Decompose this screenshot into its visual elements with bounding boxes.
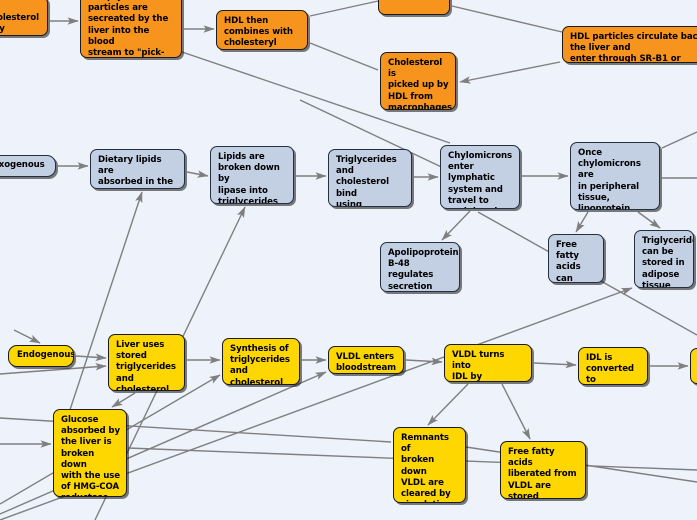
edge-n_once_chylo-to-n_ffa_energy	[575, 211, 589, 233]
node-liver-vldl[interactable]: Liver uses stored triglycerides and chol…	[108, 334, 185, 391]
node-label: CETP	[386, 0, 443, 1]
edge-n_vldl_idl-to-n_vldl_remnants	[427, 383, 469, 426]
node-label: HDL particles circulate back to the live…	[570, 32, 697, 63]
node-label: Apolipoprotein B-48 regulates secretion …	[388, 248, 459, 292]
node-label: Triglycerides and cholesterol bind using…	[336, 155, 397, 207]
node-once-chylo[interactable]: Once chylomicrons are in peripheral tiss…	[570, 142, 660, 210]
edge-n_hdl_combines-to-n_chol_abca1	[309, 42, 379, 71]
node-label: VLDL enters bloodstream	[336, 352, 397, 374]
node-endogenous[interactable]: Endogenous	[8, 345, 74, 367]
node-label: Free fatty acids can be used as energy	[556, 240, 581, 283]
node-hdl-combines[interactable]: HDL then combines with cholesteryl ester…	[216, 10, 308, 50]
node-label: Triglycerides can be stored in adipose t…	[642, 236, 693, 288]
node-label: Free fatty acids liberated from VLDL are…	[508, 447, 577, 499]
node-label: Chylomicrons enter lymphatic system and …	[448, 151, 513, 208]
edge-n_upper_left-to-n_endogenous	[13, 329, 41, 344]
node-label: Once chylomicrons are in peripheral tiss…	[578, 148, 641, 210]
node-label: Liver uses stored triglycerides and chol…	[116, 340, 176, 391]
node-hdl-circulate[interactable]: HDL particles circulate back to the live…	[562, 26, 697, 63]
node-reverse-pathway[interactable]: se cholesterol way	[0, 0, 48, 36]
node-chylo-lymph[interactable]: Chylomicrons enter lymphatic system and …	[440, 145, 520, 209]
node-label: se cholesterol way	[0, 13, 39, 34]
node-chol-abca1[interactable]: Cholesterol is picked up by HDL from mac…	[380, 52, 456, 110]
node-tg-adipose[interactable]: Triglycerides can be stored in adipose t…	[634, 230, 694, 288]
edge-n_left_edge3-to-n_vldl_blood	[0, 371, 327, 515]
node-label: IDL is converted to LDL	[586, 353, 634, 385]
node-label: Cholesterol is picked up by HDL from mac…	[388, 58, 453, 110]
edge-n_cetp-to-n_hdl_circulate	[451, 5, 563, 33]
edge-n_vldl_idl-to-n_idl_ldl	[533, 360, 577, 369]
edge-n_endogenous-to-n_liver_vldl	[75, 353, 107, 362]
node-vldl-idl[interactable]: VLDL turns into IDL by lipoprotein lipas…	[444, 344, 532, 382]
edge-n_hdl_circulate-to-n_chol_abca1	[459, 61, 561, 84]
node-lipids-broken[interactable]: Lipids are broken down by lipase into tr…	[210, 146, 294, 204]
edge-n_chylo_lymph-to-n_apo_b48	[441, 210, 471, 241]
edge-n_vldl_blood-to-n_vldl_idl	[405, 357, 443, 366]
node-label: Exogenous	[0, 160, 45, 171]
node-exogenous[interactable]: Exogenous	[0, 155, 56, 177]
node-synth-vldl[interactable]: Synthesis of triglycerides and cholester…	[222, 338, 300, 385]
node-cetp[interactable]: CETP	[378, 0, 450, 15]
edge-n_dietary_lipids-to-n_lipids_broken	[186, 170, 209, 178]
node-glucose-liver[interactable]: Glucose absorbed by the liver is broken …	[53, 409, 127, 497]
node-label: Glucose absorbed by the liver is broken …	[61, 415, 121, 496]
node-ffa-vldl[interactable]: Free fatty acids liberated from VLDL are…	[500, 441, 586, 499]
node-label: Synthesis of triglycerides and cholester…	[230, 344, 290, 385]
edge-n_left_edge-to-n_liver_vldl	[0, 363, 107, 375]
node-label: HDL then combines with cholesteryl ester…	[224, 16, 293, 49]
edge-n_glucose_liver-to-n_dietary_lipids	[59, 191, 143, 441]
edge-n_once_chylo-to-n_right_edge	[661, 131, 697, 149]
node-tg-chol-bind[interactable]: Triglycerides and cholesterol bind using…	[328, 149, 412, 207]
edge-n_vldl_idl-to-n_ffa_vldl	[501, 383, 531, 440]
node-dietary-lipids[interactable]: Dietary lipids are absorbed in the intes…	[90, 149, 185, 189]
node-label: "Empty" HDL particles are secreated by t…	[88, 0, 169, 58]
node-ffa-energy[interactable]: Free fatty acids can be used as energy	[548, 234, 604, 283]
node-label: Endogenous	[17, 350, 74, 361]
node-vldl-blood[interactable]: VLDL enters bloodstream	[328, 346, 404, 374]
node-empty-hdl[interactable]: "Empty" HDL particles are secreated by t…	[80, 0, 182, 58]
node-idl-ldl[interactable]: IDL is converted to LDL	[578, 347, 648, 385]
node-label: VLDL turns into IDL by lipoprotein lipas…	[452, 350, 505, 382]
edge-n_once_chylo-to-n_tg_adipose	[637, 211, 661, 229]
edge-n_liver_vldl-to-n_glucose_liver	[111, 392, 136, 408]
node-right-clip[interactable]	[690, 348, 697, 384]
node-vldl-remnants[interactable]: Remnants of broken down VLDL are cleared…	[393, 427, 466, 503]
node-label: Lipids are broken down by lipase into tr…	[218, 152, 280, 204]
node-label: Dietary lipids are absorbed in the intes…	[98, 155, 173, 188]
edge-n_hdl_combines-to-n_cetp	[309, 0, 379, 17]
node-label: Remnants of broken down VLDL are cleared…	[401, 433, 451, 502]
node-apo-b48[interactable]: Apolipoprotein B-48 regulates secretion …	[380, 242, 460, 292]
